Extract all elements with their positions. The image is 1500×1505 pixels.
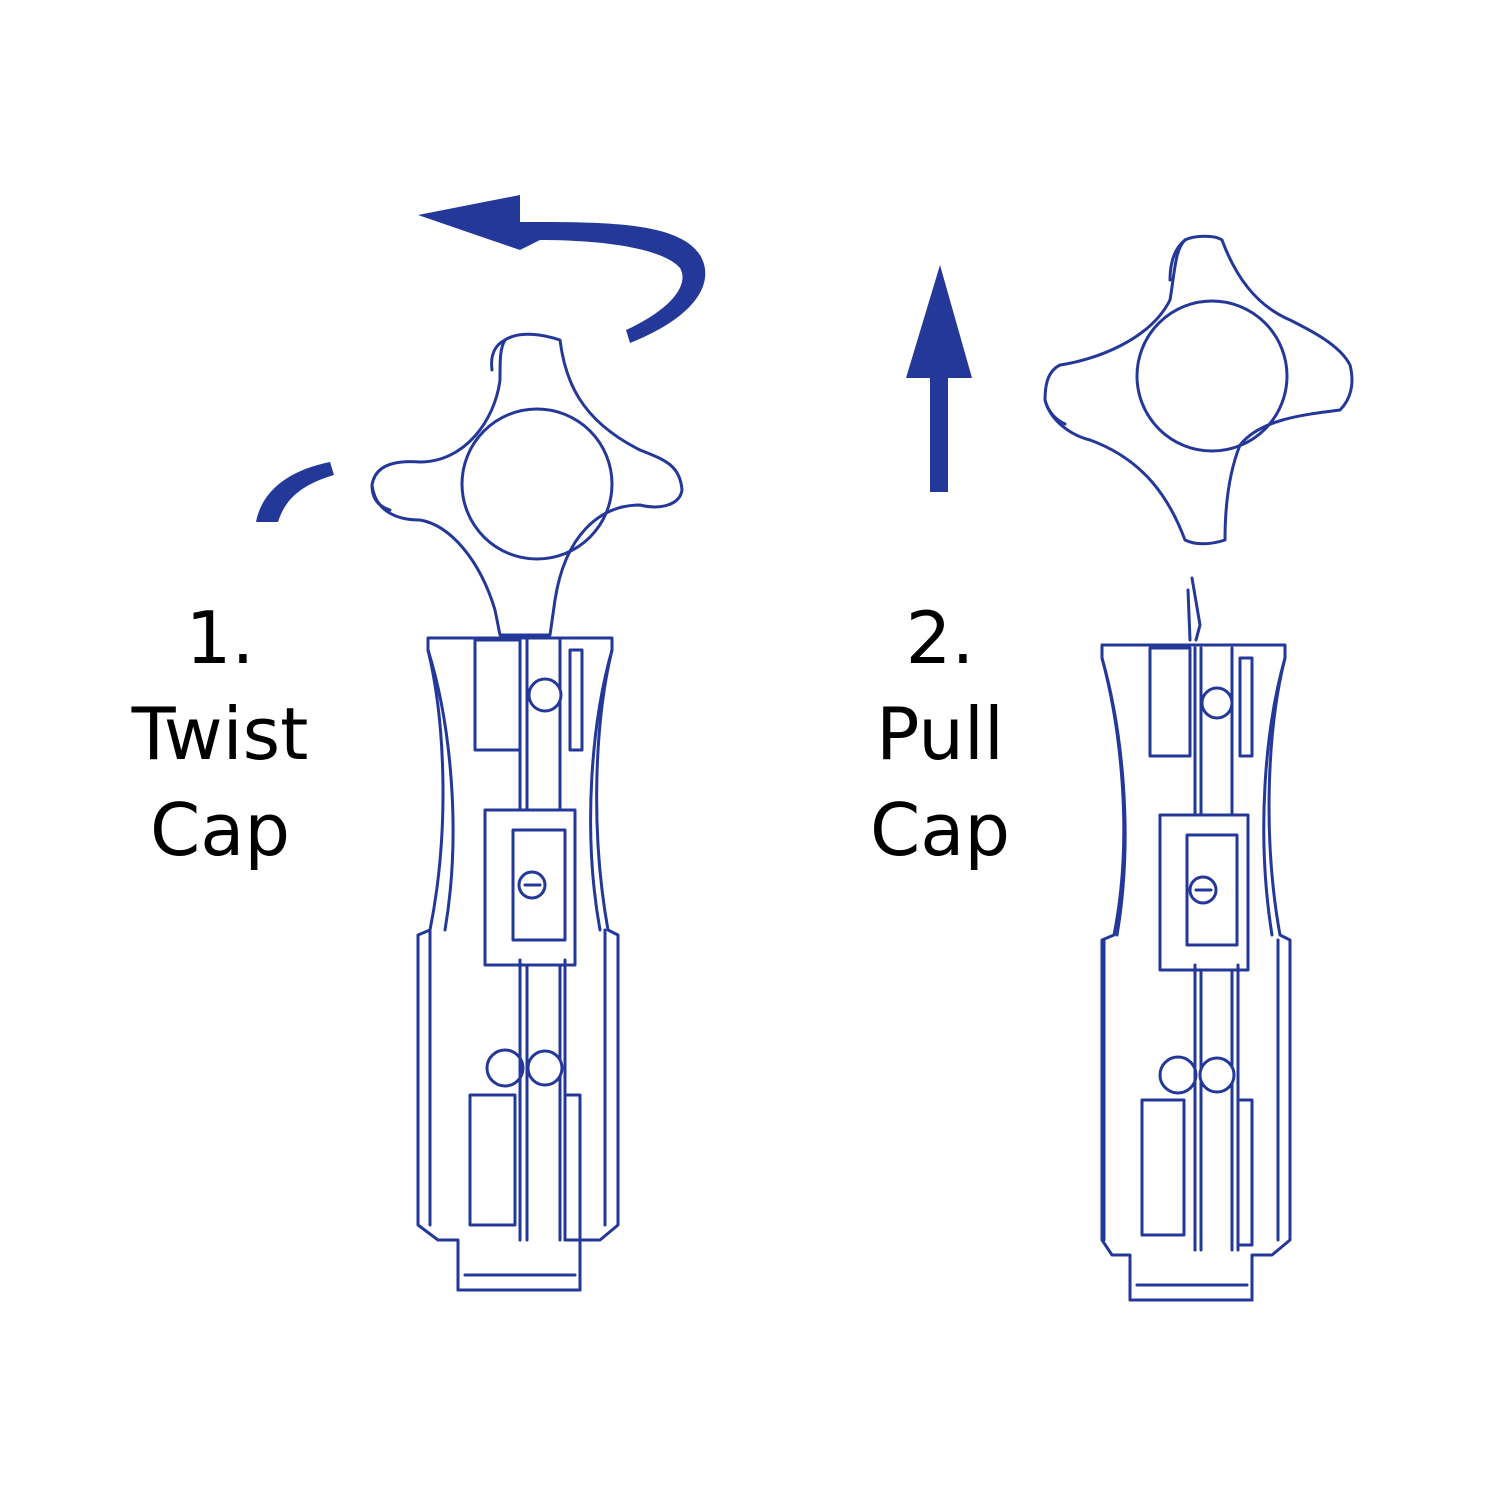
step-1-number: 1. [185,596,255,680]
cap-icon-removed [1043,234,1354,546]
twist-arrow-icon [256,195,706,522]
step-1-action: Twist [131,692,309,776]
step-2-label: 2. Pull Cap [820,590,1060,878]
step-1-object: Cap [149,788,291,872]
step-2-action: Pull [876,692,1004,776]
step-2-object: Cap [869,788,1011,872]
device-icon-2 [1100,643,1292,1302]
step-1-label: 1. Twist Cap [100,590,340,878]
needle-icon [1186,576,1202,642]
step-2-number: 2. [905,596,975,680]
pull-arrow-icon [906,265,972,492]
device-icon [416,636,620,1292]
cap-icon [370,332,684,637]
